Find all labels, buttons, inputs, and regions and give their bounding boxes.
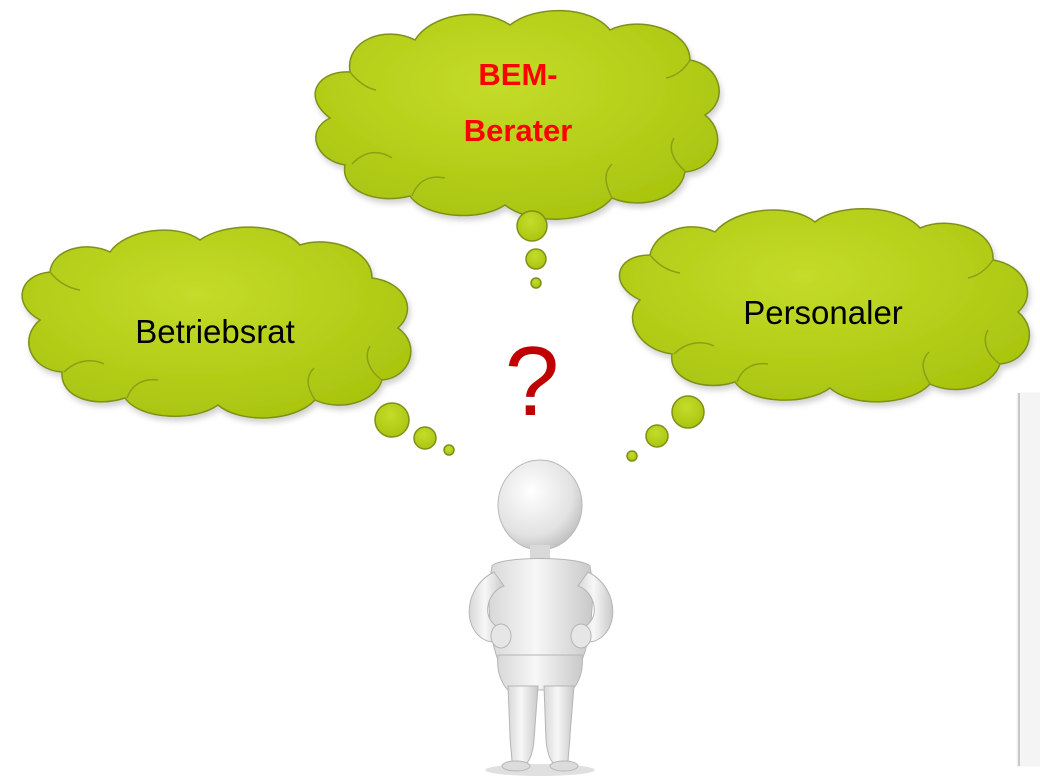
question-mark: ? xyxy=(505,326,560,436)
thought-bubbles-right xyxy=(626,395,705,462)
cloud-right-label: Personaler xyxy=(743,294,903,331)
cloud-bem-berater xyxy=(314,9,720,220)
cloud-left-label: Betriebsrat xyxy=(135,313,295,350)
cloud-top-label-line1: BEM- xyxy=(478,57,557,92)
cloud-betriebsrat xyxy=(21,226,412,419)
thought-bubbles-top xyxy=(516,210,548,289)
cloud-personaler xyxy=(618,208,1030,403)
cloud-top-label-line2: Berater xyxy=(464,113,573,148)
thought-bubbles-left xyxy=(374,402,455,456)
side-panel-edge xyxy=(1018,393,1040,766)
person-figure-icon xyxy=(468,459,614,776)
